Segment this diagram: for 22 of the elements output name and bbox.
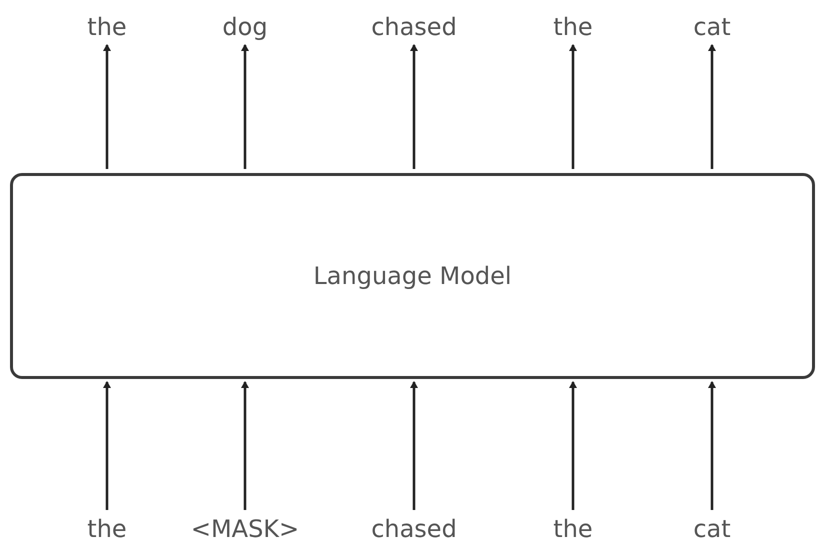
arrow bbox=[708, 381, 716, 510]
arrow bbox=[708, 44, 716, 169]
token-label: dog bbox=[222, 12, 268, 42]
token-label: cat bbox=[693, 514, 731, 544]
token-label: the bbox=[553, 12, 593, 42]
token-label: the bbox=[553, 514, 593, 544]
token-label: the bbox=[87, 514, 127, 544]
token-label: <MASK> bbox=[190, 514, 300, 544]
token-label: chased bbox=[371, 514, 457, 544]
model-box bbox=[10, 173, 815, 379]
token-label: chased bbox=[371, 12, 457, 42]
arrow bbox=[569, 44, 577, 169]
model-label: Language Model bbox=[313, 262, 512, 290]
token-label: cat bbox=[693, 12, 731, 42]
arrow bbox=[241, 44, 249, 169]
arrow bbox=[410, 381, 418, 510]
arrow bbox=[103, 44, 111, 169]
arrow bbox=[103, 381, 111, 510]
arrow bbox=[569, 381, 577, 510]
arrow bbox=[410, 44, 418, 169]
arrow bbox=[241, 381, 249, 510]
token-label: the bbox=[87, 12, 127, 42]
